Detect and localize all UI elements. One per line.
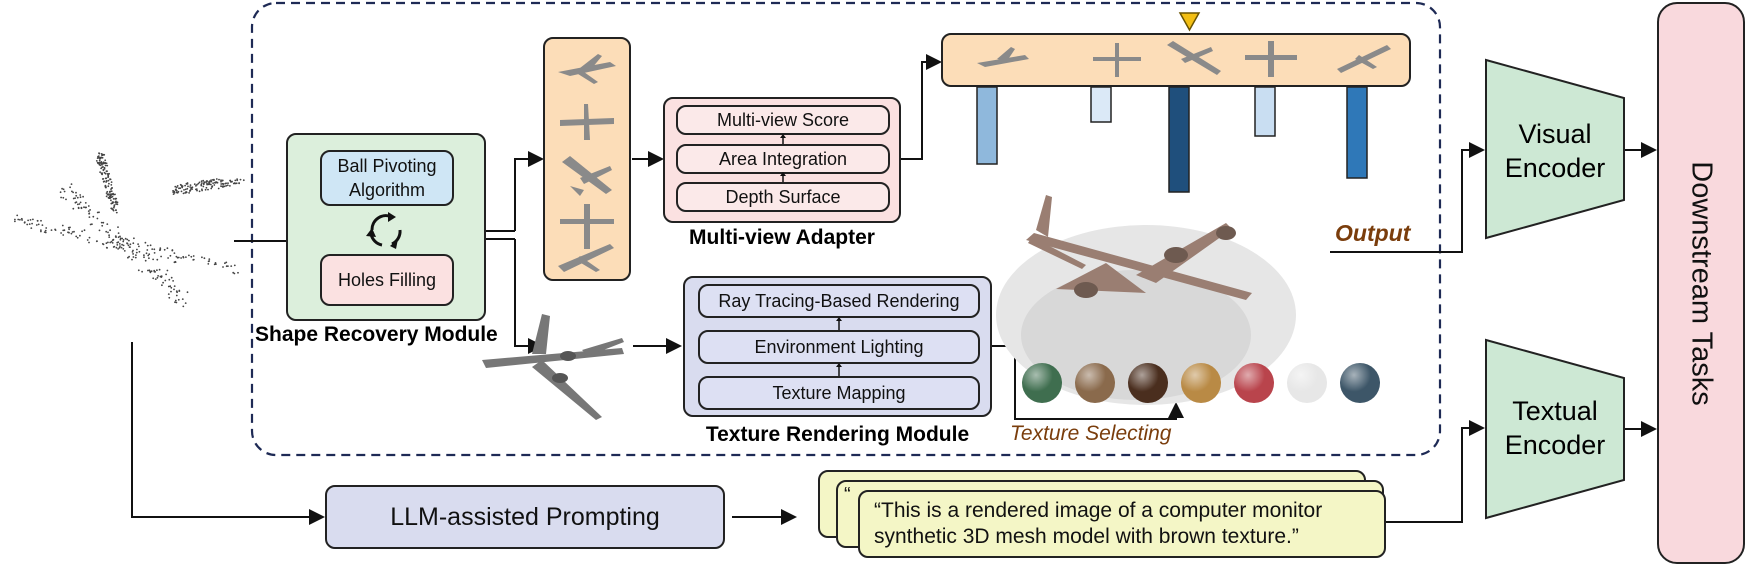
textured-airplane-render-icon (996, 195, 1296, 405)
multi-view-score-box: Multi-view Score (676, 105, 890, 135)
view-score-bar (1168, 86, 1190, 193)
texture-mapping-box: Texture Mapping (698, 376, 980, 410)
holes-filling-box: Holes Filling (320, 254, 454, 306)
visual-encoder-shape (1485, 58, 1625, 240)
visual-encoder-label: Visual Encoder (1504, 119, 1606, 183)
downstream-tasks-box: Downstream Tasks (1657, 2, 1745, 564)
view-score-bar (976, 86, 998, 165)
output-label: Output (1335, 220, 1411, 246)
texture-selecting-label: Texture Selecting (1010, 422, 1172, 445)
textual-encoder-shape (1485, 338, 1625, 520)
ball-pivoting-box: Ball Pivoting Algorithm (320, 150, 454, 206)
ray-tracing-box: Ray Tracing-Based Rendering (698, 284, 980, 318)
prompt-card-front: “This is a rendered image of a computer … (858, 490, 1386, 558)
shape-recovery-title: Shape Recovery Module (255, 323, 498, 346)
mesh-airplane-icon (482, 314, 624, 420)
view-score-bar (1090, 86, 1112, 123)
view-score-bar (1346, 86, 1368, 179)
texture-spheres (1022, 363, 1380, 403)
view-score-chart (976, 41, 1391, 193)
texture-inner-arrows (836, 317, 842, 376)
downstream-tasks-label: Downstream Tasks (1685, 160, 1718, 406)
adapter-inner-arrows (780, 134, 786, 182)
multi-view-adapter-title: Multi-view Adapter (689, 226, 875, 249)
depth-surface-box: Depth Surface (676, 182, 890, 212)
environment-lighting-box: Environment Lighting (698, 330, 980, 364)
cycle-arrows-icon (366, 212, 402, 249)
rendered-views-airplanes-icon (558, 54, 616, 272)
point-cloud-airplane-icon (14, 152, 245, 308)
view-score-bar (1254, 86, 1276, 137)
texture-rendering-title: Texture Rendering Module (705, 423, 970, 446)
textual-encoder-label: Textual Encoder (1504, 396, 1606, 460)
dashed-frame (250, 1, 1442, 457)
llm-prompting-box: LLM-assisted Prompting (325, 485, 725, 549)
selection-marker-icon (1178, 12, 1201, 32)
